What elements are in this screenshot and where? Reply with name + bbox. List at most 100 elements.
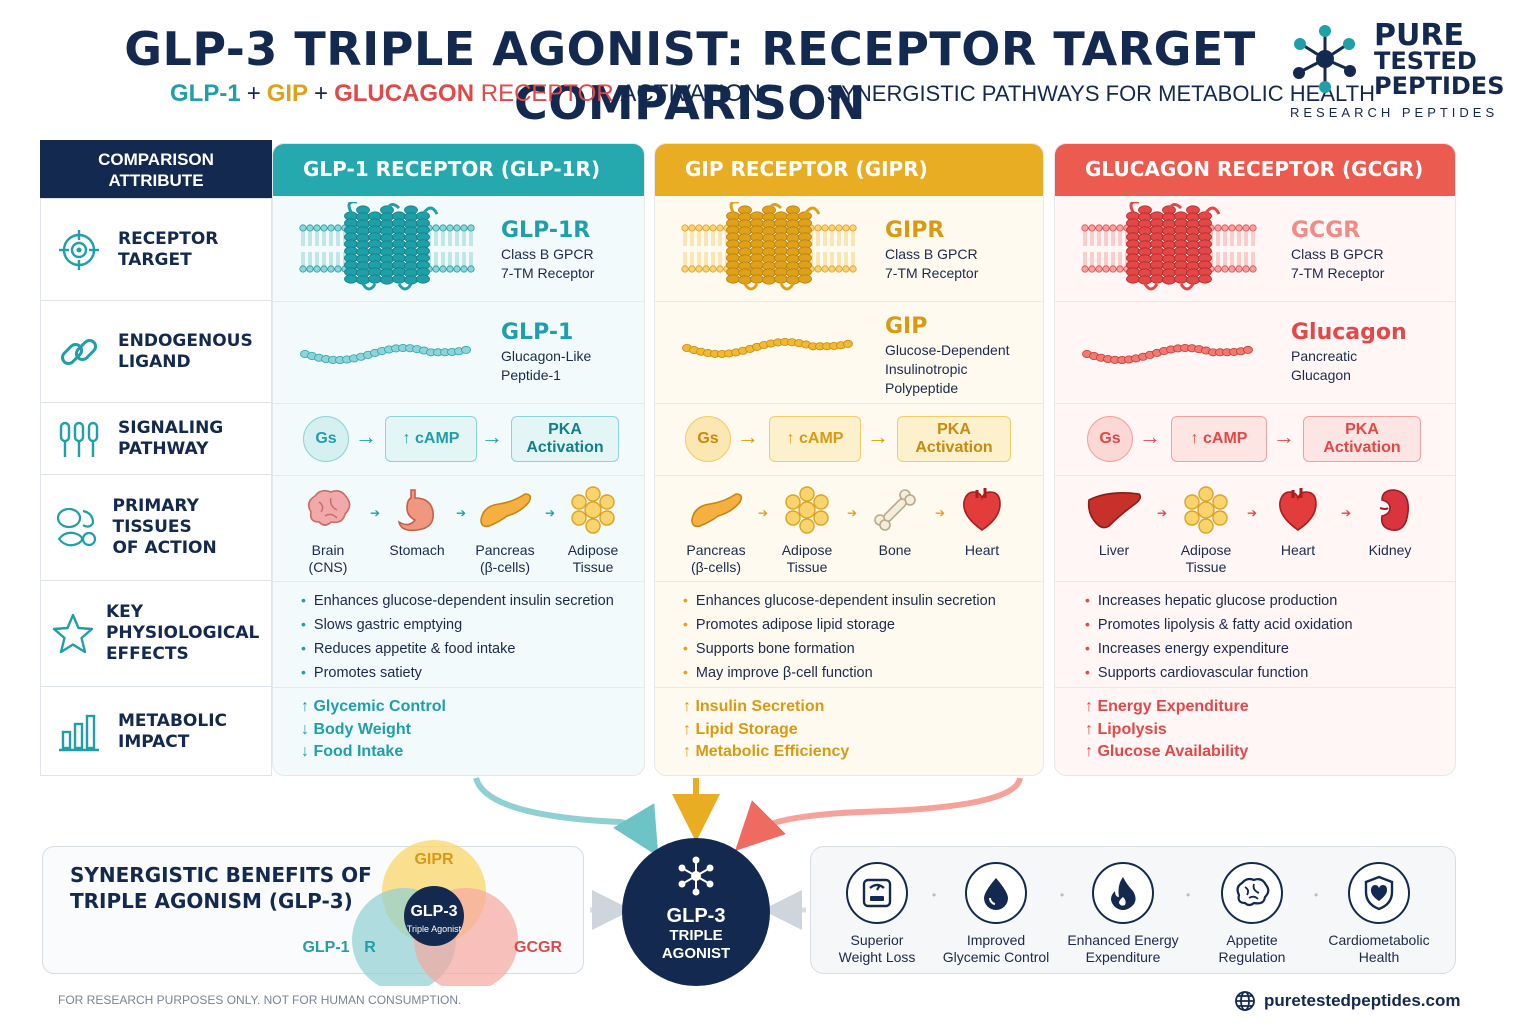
heart-icon	[963, 488, 1001, 531]
effects-list: Enhances glucose-dependent insulin secre…	[301, 589, 614, 685]
receptor-name: GLP-1R	[501, 218, 591, 243]
molecule-icon	[678, 856, 714, 896]
pathway-camp: ↑ cAMP	[385, 416, 477, 462]
impact-list: ↑ Energy Expenditure ↑ Lipolysis ↑ Gluco…	[1085, 696, 1249, 764]
target-icon	[59, 229, 99, 270]
brand-molecule-icon	[1293, 25, 1356, 93]
website-url[interactable]: puretestedpeptides.com	[1264, 991, 1461, 1010]
effect-item: Promotes lipolysis & fatty acid oxidatio…	[1085, 613, 1353, 637]
bar-chart-icon	[59, 714, 99, 751]
page-title: GLP-3 TRIPLE AGONIST: RECEPTOR TARGET CO…	[124, 22, 1256, 130]
ligand-name: Glucagon	[1291, 320, 1407, 345]
pathway-gs: Gs	[303, 416, 349, 462]
kidney-icon	[1379, 489, 1410, 531]
venn-gcgr-label: GCGR	[514, 939, 562, 956]
tissue-heart: Heart	[1255, 486, 1341, 559]
panel-header: GLP-1 RECEPTOR (GLP-1R)	[273, 144, 644, 196]
tissue-heart: Heart	[939, 486, 1025, 559]
pathway-gs: Gs	[1087, 416, 1133, 462]
effects-list: Enhances glucose-dependent insulin secre…	[683, 589, 996, 685]
peptide-chain-illustration	[682, 338, 853, 358]
venn-r-label: R	[364, 939, 376, 956]
venn-diagram: GIPR GLP-1 R GCGR GLP-3 Triple Agonist	[302, 840, 562, 986]
subtitle-activation: ACTIVATION	[620, 80, 761, 107]
effects-list: Increases hepatic glucose production Pro…	[1085, 589, 1353, 685]
subtitle-receptor: RECEPTOR	[480, 80, 614, 107]
panel-header: GIP RECEPTOR (GIPR)	[655, 144, 1043, 196]
center-line2: TRIPLE	[669, 927, 723, 944]
tissue-kidney: Kidney	[1347, 486, 1433, 559]
disclaimer: FOR RESEARCH PURPOSES ONLY. NOT FOR HUMA…	[58, 993, 462, 1007]
liver-icon	[1087, 492, 1142, 529]
receptor-membrane-illustration	[299, 202, 475, 291]
subtitle-glucagon: GLUCAGON	[334, 80, 475, 107]
subtitle-gip: GIP	[266, 80, 309, 107]
impact-item: ↑ Insulin Secretion	[683, 698, 825, 715]
chain-link-icon	[60, 338, 98, 365]
tissue-pancreas: Pancreas(β-cells)	[462, 486, 548, 576]
impact-item: ↓ Food Intake	[301, 743, 404, 760]
receptor-name: GIPR	[885, 218, 945, 243]
impact-list: ↑ Insulin Secretion ↑ Lipid Storage ↑ Me…	[683, 696, 849, 764]
scale-icon	[862, 878, 892, 908]
pathway-gs: Gs	[685, 416, 731, 462]
impact-item: ↑ Metabolic Efficiency	[683, 743, 850, 760]
pathway-camp: ↑ cAMP	[1171, 416, 1267, 462]
effect-item: Enhances glucose-dependent insulin secre…	[301, 589, 614, 613]
brain-icon	[1236, 877, 1270, 907]
effect-item: Increases hepatic glucose production	[1085, 589, 1353, 613]
impact-item: ↑ Lipid Storage	[683, 720, 798, 738]
pathway-camp: ↑ cAMP	[769, 416, 861, 462]
receptor-name: GCGR	[1291, 218, 1361, 243]
tissue-liver: Liver	[1071, 486, 1157, 559]
effect-item: Supports bone formation	[683, 637, 996, 661]
subtitle-glp1: GLP-1	[170, 80, 241, 107]
drop-icon	[984, 878, 1008, 910]
panel-header: GLUCAGON RECEPTOR (GCGR)	[1055, 144, 1455, 196]
peptide-chain-illustration	[300, 344, 471, 364]
tissue-pancreas: Pancreas(β-cells)	[673, 486, 759, 576]
effect-item: May improve β-cell function	[683, 661, 996, 685]
tissue-stomach: Stomach	[374, 486, 460, 559]
ligand-name: GLP-1	[501, 320, 574, 345]
impact-item: ↑ Glycemic Control	[301, 698, 446, 715]
website-link[interactable]: puretestedpeptides.com	[1234, 990, 1461, 1012]
panel-gcgr: GLUCAGON RECEPTOR (GCGR) GCGR Class B GP…	[1054, 143, 1456, 776]
effect-item: Promotes adipose lipid storage	[683, 613, 996, 637]
effect-item: Increases energy expenditure	[1085, 637, 1353, 661]
glp3-center-badge: GLP-3 TRIPLE AGONIST	[622, 838, 770, 986]
impact-item: ↑ Glucose Availability	[1085, 743, 1249, 760]
adipose-icon	[1184, 486, 1228, 534]
heart-icon	[1279, 488, 1317, 531]
globe-icon	[1235, 991, 1255, 1011]
heart-shield-icon	[1364, 875, 1394, 911]
star-icon	[52, 613, 94, 653]
venn-glp1-label: GLP-1	[302, 939, 349, 956]
venn-gipr-label: GIPR	[414, 851, 454, 868]
pancreas-icon	[691, 493, 743, 528]
subtitle: GLP-1+GIP+GLUCAGON RECEPTOR ACTIVATION •…	[170, 80, 1375, 107]
brain-icon	[307, 489, 351, 526]
effect-item: Supports cardiovascular function	[1085, 661, 1353, 685]
effect-item: Reduces appetite & food intake	[301, 637, 614, 661]
adipose-icon	[571, 486, 615, 534]
